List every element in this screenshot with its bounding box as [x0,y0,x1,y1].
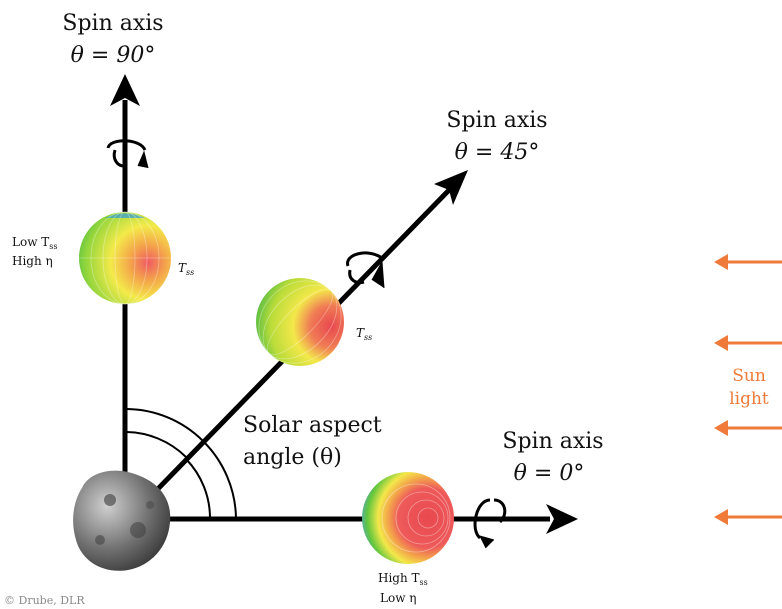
rotation-arrow-bottom-icon [473,498,507,549]
bottom-high-tss-sub: ss [420,578,428,587]
sphere-bottom [362,472,454,564]
label-spin-axis-90: Spin axis θ = 90° [62,11,163,68]
svg-text:Tss: Tss [178,261,194,277]
label-solar-aspect-angle: Solar aspect angle (θ) [243,413,382,470]
sunlight-arrows [714,254,782,525]
top-low-tss: Low T [12,235,49,249]
label-spin-axis-0: Spin axis θ = 0° [502,429,603,486]
sunlight-line-1: Sun [732,366,766,386]
sphere-top [79,211,171,305]
spin-axis-0-title: Spin axis [502,429,603,454]
axis-45-arrowhead-icon [434,170,468,205]
top-sphere-labels: Low Tss High η Tss [12,235,194,277]
sphere-middle [256,278,344,366]
bottom-low-eta: Low η [380,591,416,605]
top-high-eta: High η [12,254,53,268]
spin-axis-0-angle: θ = 0° [514,461,585,486]
axis-90-arrowhead-icon [110,74,140,106]
top-low-tss-sub: ss [49,242,57,251]
image-credit: © Drube, DLR [4,594,85,607]
sunlight-line-2: light [729,389,769,409]
svg-text:Low Tss: Low Tss [12,235,58,251]
aspect-angle-arcs [124,407,237,520]
axis-90-deg [110,74,140,520]
axis-0-deg [125,504,578,534]
svg-text:High Tss: High Tss [378,571,428,587]
mid-tss-sub: ss [364,333,372,342]
bottom-sphere-labels: High Tss Low η [378,571,428,605]
rotation-arrow-mid-icon [346,251,385,289]
spin-axis-90-title: Spin axis [62,11,163,36]
asteroid-image [73,470,171,571]
mid-tss: T [356,326,365,340]
sunlight-label: Sun light [729,366,769,409]
axis-0-arrowhead-icon [546,504,578,534]
top-tss: T [178,261,187,275]
spin-axis-45-angle: θ = 45° [455,140,540,165]
aspect-line-2: angle (θ) [243,445,342,470]
top-tss-sub: ss [186,268,194,277]
bottom-high-tss: High T [378,571,420,585]
spin-axis-45-title: Spin axis [446,108,547,133]
label-spin-axis-45: Spin axis θ = 45° [446,108,547,165]
spin-axis-90-angle: θ = 90° [71,43,156,68]
svg-text:Tss: Tss [356,326,372,342]
rotation-arrow-top-icon [106,139,149,169]
aspect-line-1: Solar aspect [243,413,382,438]
middle-sphere-labels: Tss [356,326,372,342]
